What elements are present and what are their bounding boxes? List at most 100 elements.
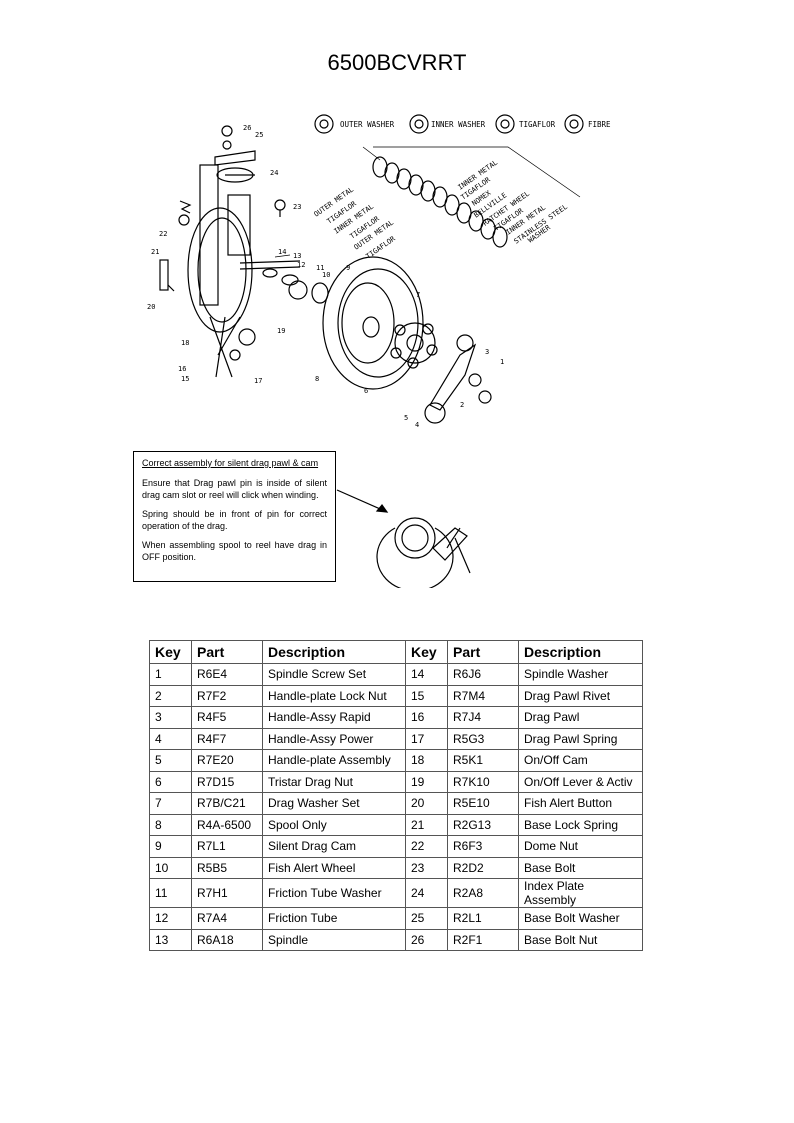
key-label: 23: [293, 203, 301, 211]
table-cell: R7M4: [447, 684, 519, 707]
fish-alert-button: [159, 259, 175, 292]
table-cell: 13: [149, 928, 192, 951]
table-cell: Dome Nut: [518, 835, 643, 858]
key-label: 3: [485, 348, 489, 356]
table-cell: On/Off Cam: [518, 749, 643, 772]
key-label: 7: [416, 291, 420, 299]
drag-pawl: [432, 527, 468, 561]
table-cell: Fish Alert Wheel: [262, 856, 406, 879]
key-label: 15: [181, 375, 189, 383]
table-cell: 18: [405, 749, 448, 772]
table-cell: 9: [149, 835, 192, 858]
table-cell: R5G3: [447, 727, 519, 750]
pawl-spring: [446, 527, 461, 549]
header-key: Key: [405, 640, 448, 664]
table-header-row: Key Part Description Key Part Descriptio…: [149, 640, 643, 664]
table-cell: 3: [149, 706, 192, 729]
table-cell: 17: [405, 727, 448, 750]
key-label: 9: [346, 264, 350, 272]
table-cell: 10: [149, 856, 192, 879]
table-cell: R7B/C21: [191, 792, 263, 815]
table-cell: R7L1: [191, 835, 263, 858]
table-cell: Friction Tube Washer: [262, 878, 406, 908]
table-cell: R7F2: [191, 684, 263, 707]
table-cell: 12: [149, 907, 192, 930]
table-cell: 19: [405, 770, 448, 793]
table-cell: R5K1: [447, 749, 519, 772]
key-label: 10: [322, 271, 330, 279]
table-cell: Handle-plate Assembly: [262, 749, 406, 772]
legend-outer-washer-icon: [314, 114, 334, 134]
reel-frame: [187, 164, 255, 333]
legend-fibre-label: FIBRE: [588, 120, 611, 129]
table-cell: R7E20: [191, 749, 263, 772]
key-label: 18: [181, 339, 189, 347]
table-cell: R4F7: [191, 727, 263, 750]
table-cell: Drag Pawl Spring: [518, 727, 643, 750]
key-label: 13: [293, 252, 301, 260]
key-label: 22: [159, 230, 167, 238]
table-cell: 20: [405, 792, 448, 815]
table-cell: 23: [405, 856, 448, 879]
table-cell: R5E10: [447, 792, 519, 815]
on-off-assembly: [209, 316, 256, 378]
table-cell: 15: [405, 684, 448, 707]
table-cell: 8: [149, 813, 192, 836]
table-cell: 5: [149, 749, 192, 772]
header-key: Key: [149, 640, 192, 664]
key-label: 8: [315, 375, 319, 383]
table-cell: Spindle Screw Set: [262, 663, 406, 686]
key-label: 19: [277, 327, 285, 335]
key-label: 16: [178, 365, 186, 373]
table-cell: 26: [405, 928, 448, 951]
base-bolt-nut: [221, 125, 233, 150]
key-label: 26: [243, 124, 251, 132]
key-label: 5: [404, 414, 408, 422]
key-label: 25: [255, 131, 263, 139]
table-cell: Base Bolt Nut: [518, 928, 643, 951]
key-label: 17: [254, 377, 262, 385]
table-cell: 25: [405, 907, 448, 930]
table-cell: Spool Only: [262, 813, 406, 836]
legend-fibre-icon: [564, 114, 584, 134]
table-cell: R4F5: [191, 706, 263, 729]
table-cell: Base Bolt Washer: [518, 907, 643, 930]
table-cell: R2F1: [447, 928, 519, 951]
table-cell: Fish Alert Button: [518, 792, 643, 815]
dome-nut: [178, 214, 190, 226]
page-title: 6500BCVRRT: [327, 50, 467, 75]
table-cell: 16: [405, 706, 448, 729]
legend-outer-washer-label: OUTER WASHER: [340, 120, 395, 129]
table-cell: R7D15: [191, 770, 263, 793]
legend-inner-washer-icon: [409, 114, 429, 134]
table-cell: Handle-Assy Power: [262, 727, 406, 750]
table-cell: R6F3: [447, 835, 519, 858]
table-cell: R6E4: [191, 663, 263, 686]
base-bolt: [274, 199, 286, 217]
drag-pawl-detail-diagram: [336, 489, 471, 588]
arrow-head-icon: [375, 504, 389, 513]
key-label: 1: [500, 358, 504, 366]
key-label: 24: [270, 169, 278, 177]
spool: [322, 256, 424, 390]
table-cell: Friction Tube: [262, 907, 406, 930]
table-cell: 22: [405, 835, 448, 858]
table-cell: Spindle Washer: [518, 663, 643, 686]
legend-tigaflor-label: TIGAFLOR: [519, 120, 556, 129]
key-label: 20: [147, 303, 155, 311]
index-plate: [214, 150, 256, 183]
legend-tigaflor-icon: [495, 114, 515, 134]
note-heading: Correct assembly for silent drag pawl & …: [142, 458, 319, 468]
header-description: Description: [518, 640, 643, 664]
table-cell: 1: [149, 663, 192, 686]
table-cell: Silent Drag Cam: [262, 835, 406, 858]
